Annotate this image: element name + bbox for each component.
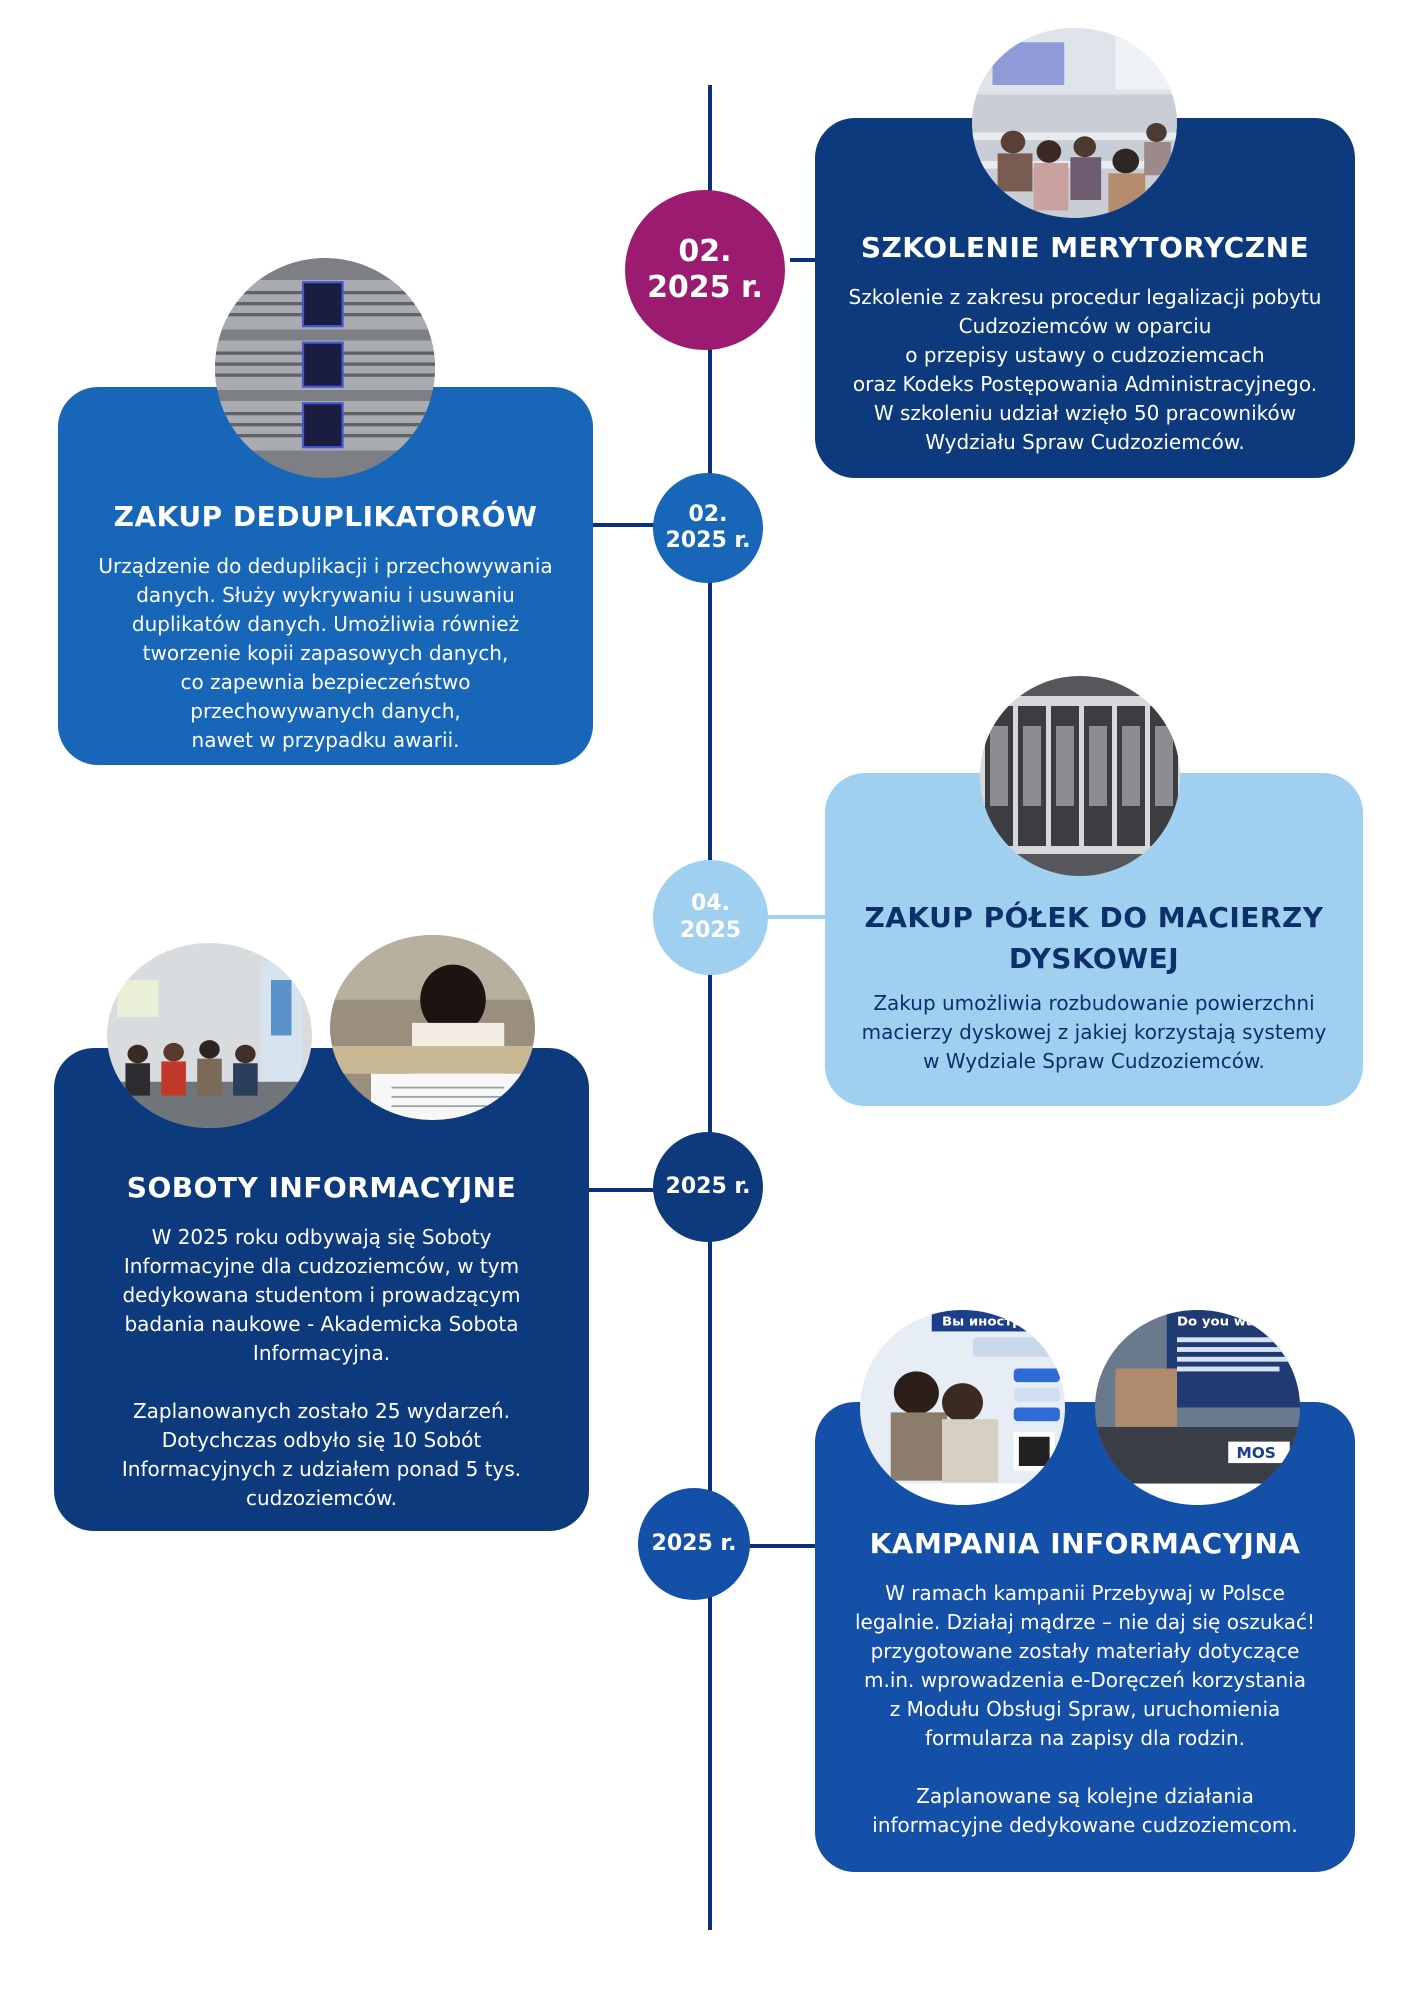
info-saturday-hall-photo <box>107 943 312 1128</box>
connector-1 <box>790 258 820 262</box>
card-title: SOBOTY INFORMACYJNE <box>126 1171 517 1204</box>
connector-4 <box>586 1188 656 1192</box>
connector-5 <box>745 1544 820 1548</box>
connector-2 <box>590 523 660 527</box>
disk-array-photo <box>980 676 1180 876</box>
card-body: Szkolenie z zakresu procedur legalizacji… <box>848 284 1322 454</box>
card-body: W ramach kampanii Przebywaj w Polsce leg… <box>854 1580 1316 1837</box>
date-badge-2: 02. 2025 r. <box>653 473 763 583</box>
timeline-card-training: SZKOLENIE MERYTORYCZNE Szkolenie z zakre… <box>815 118 1355 478</box>
card-title: ZAKUP DEDUPLIKATORÓW <box>113 500 538 533</box>
card-title: ZAKUP PÓŁEK DO MACIERZY DYSKOWEJ <box>864 901 1324 975</box>
connector-3 <box>765 915 830 919</box>
poster2-brand: MOS <box>1236 1445 1275 1463</box>
timeline-card-info-saturdays: SOBOTY INFORMACYJNE W 2025 roku odbywają… <box>54 1048 589 1531</box>
card-body: Urządzenie do deduplikacji i przechowywa… <box>98 553 553 752</box>
card-title: KAMPANIA INFORMACYJNA <box>869 1527 1301 1560</box>
timeline-card-disk-shelves: ZAKUP PÓŁEK DO MACIERZY DYSKOWEJ Zakup u… <box>825 773 1363 1106</box>
date-badge-1: 02. 2025 r. <box>625 190 785 350</box>
card-title: SZKOLENIE MERYTORYCZNE <box>860 231 1310 264</box>
training-room-photo <box>972 28 1177 218</box>
card-body: Zakup umożliwia rozbudowanie powierzchni… <box>861 991 1327 1074</box>
info-saturday-desk-photo <box>330 935 535 1120</box>
timeline-card-deduplicators: ZAKUP DEDUPLIKATORÓW Urządzenie do dedup… <box>58 387 593 765</box>
card-body: W 2025 roku odbywają się Soboty Informac… <box>121 1224 522 1510</box>
campaign-poster-family-photo: Вы иностранец <box>860 1310 1065 1505</box>
poster2-heading: Do you want to <box>1177 1315 1291 1330</box>
server-rack-photo <box>215 258 435 478</box>
date-badge-3: 04. 2025 <box>653 860 768 975</box>
date-badge-4: 2025 r. <box>653 1132 763 1242</box>
date-badge-5: 2025 r. <box>638 1488 750 1600</box>
poster1-heading: Вы иностранец <box>942 1315 1059 1330</box>
timeline-axis <box>708 85 712 1930</box>
campaign-poster-mos-photo: Do you want to MOS <box>1095 1310 1300 1505</box>
